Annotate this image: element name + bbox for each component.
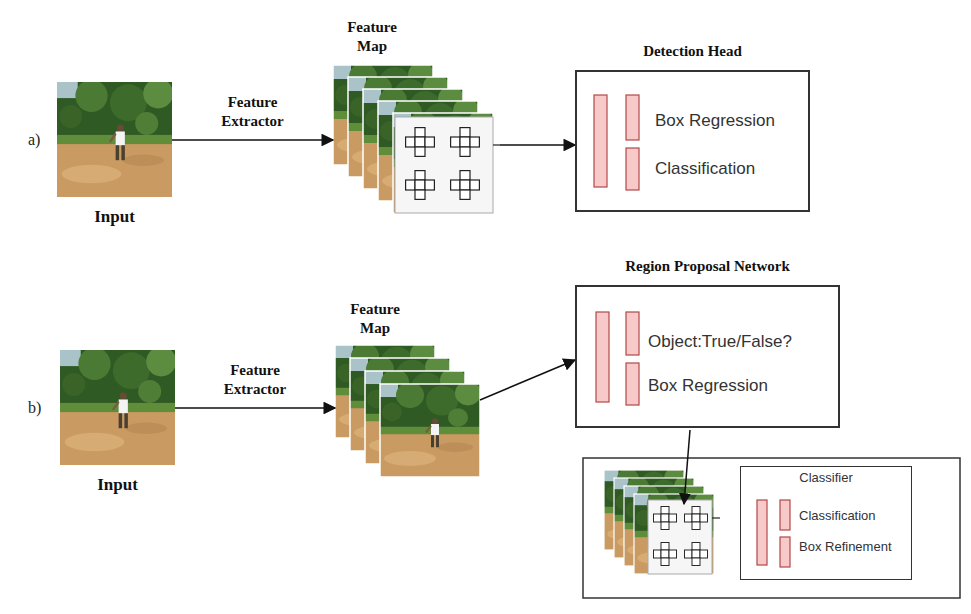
layer-bars: [594, 95, 639, 190]
node-text: Box Refinement: [799, 539, 892, 555]
node-text: Box Regression: [655, 110, 775, 131]
arrow-connector: [175, 407, 335, 409]
feature-map-stack: [604, 468, 715, 574]
panel-label: a): [28, 131, 40, 149]
node-title: Classifier: [799, 470, 852, 486]
conv-grid: [648, 500, 720, 574]
detection-head-box: Detection HeadBox RegressionClassificati…: [575, 70, 810, 212]
feature-map-stack: [333, 62, 494, 213]
node-text: Box Regression: [648, 375, 768, 396]
arrow-connector: [172, 139, 333, 141]
proposal-arrow: [684, 430, 690, 504]
region-proposal-box: Region Proposal NetworkObject:True/False…: [575, 285, 840, 428]
arrow-connector: [480, 360, 575, 400]
feature-map-stack: [335, 342, 481, 477]
node-text: Feature Map: [347, 18, 397, 56]
feature-map: Feature Map: [333, 18, 500, 215]
node-title: Region Proposal Network: [625, 257, 790, 276]
classifier-box: ClassifierClassificationBox Refinement: [740, 466, 912, 580]
edge-label: Feature Extractor: [221, 93, 283, 131]
feature-map: Feature Map: [335, 300, 480, 477]
node-text: Classification: [655, 158, 755, 179]
node-text: Classification: [799, 508, 876, 524]
input-image: Input: [57, 82, 172, 227]
edge-label: Feature Extractor: [224, 361, 286, 399]
stage-box: [583, 458, 960, 598]
layer-bars: [757, 500, 790, 567]
layer-bars: [596, 312, 639, 405]
node-text: Object:True/False?: [648, 331, 792, 352]
input-photo: [60, 347, 176, 465]
input-image: Input: [60, 350, 175, 495]
panel-label: b): [28, 399, 41, 417]
node-text: Input: [94, 206, 135, 227]
node-text: Feature Map: [350, 300, 400, 338]
node-title: Detection Head: [643, 42, 742, 61]
arrow-connector: [500, 144, 575, 146]
grid-tick: [493, 144, 500, 145]
conv-grid: [395, 117, 493, 213]
input-photo: [57, 79, 173, 197]
node-text: Input: [97, 474, 138, 495]
